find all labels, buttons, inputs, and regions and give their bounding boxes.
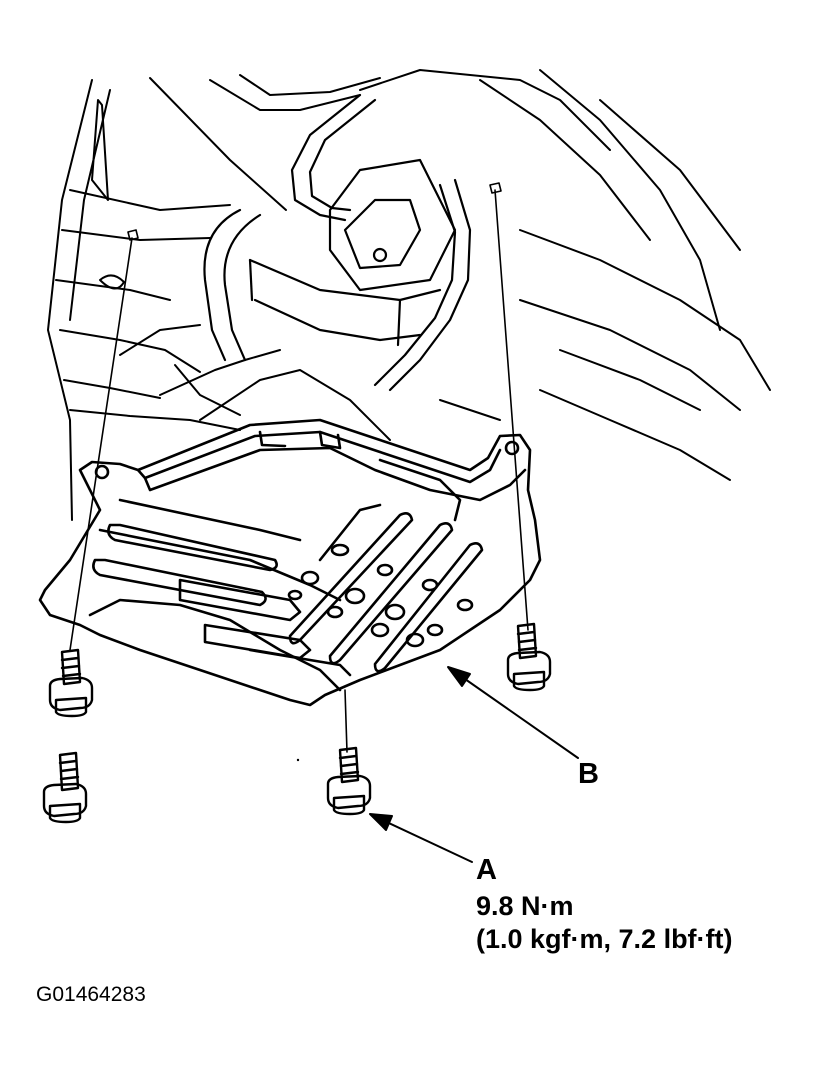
leader-line-b: [447, 666, 579, 759]
bolt-rear-right: [506, 622, 552, 692]
vehicle-underbody: [47, 69, 771, 521]
splash-shield: [38, 418, 542, 707]
figure-code: G01464283: [36, 983, 146, 1006]
callout-label-b: B: [578, 758, 599, 790]
bolt-center: [326, 746, 372, 816]
mounting-axis-lines: [69, 182, 529, 753]
callout-label-a: A: [476, 854, 497, 886]
stray-dot: [296, 758, 300, 762]
underbody-lines: [203, 93, 472, 392]
bolt-front-left: [48, 648, 94, 718]
torque-spec-alternate: (1.0 kgf·m, 7.2 lbf·ft): [476, 924, 733, 954]
torque-spec-primary: 9.8 N·m: [476, 891, 574, 921]
shield-outline: [38, 418, 542, 707]
leader-line-a: [369, 813, 473, 863]
bolt-spare: [42, 751, 88, 824]
